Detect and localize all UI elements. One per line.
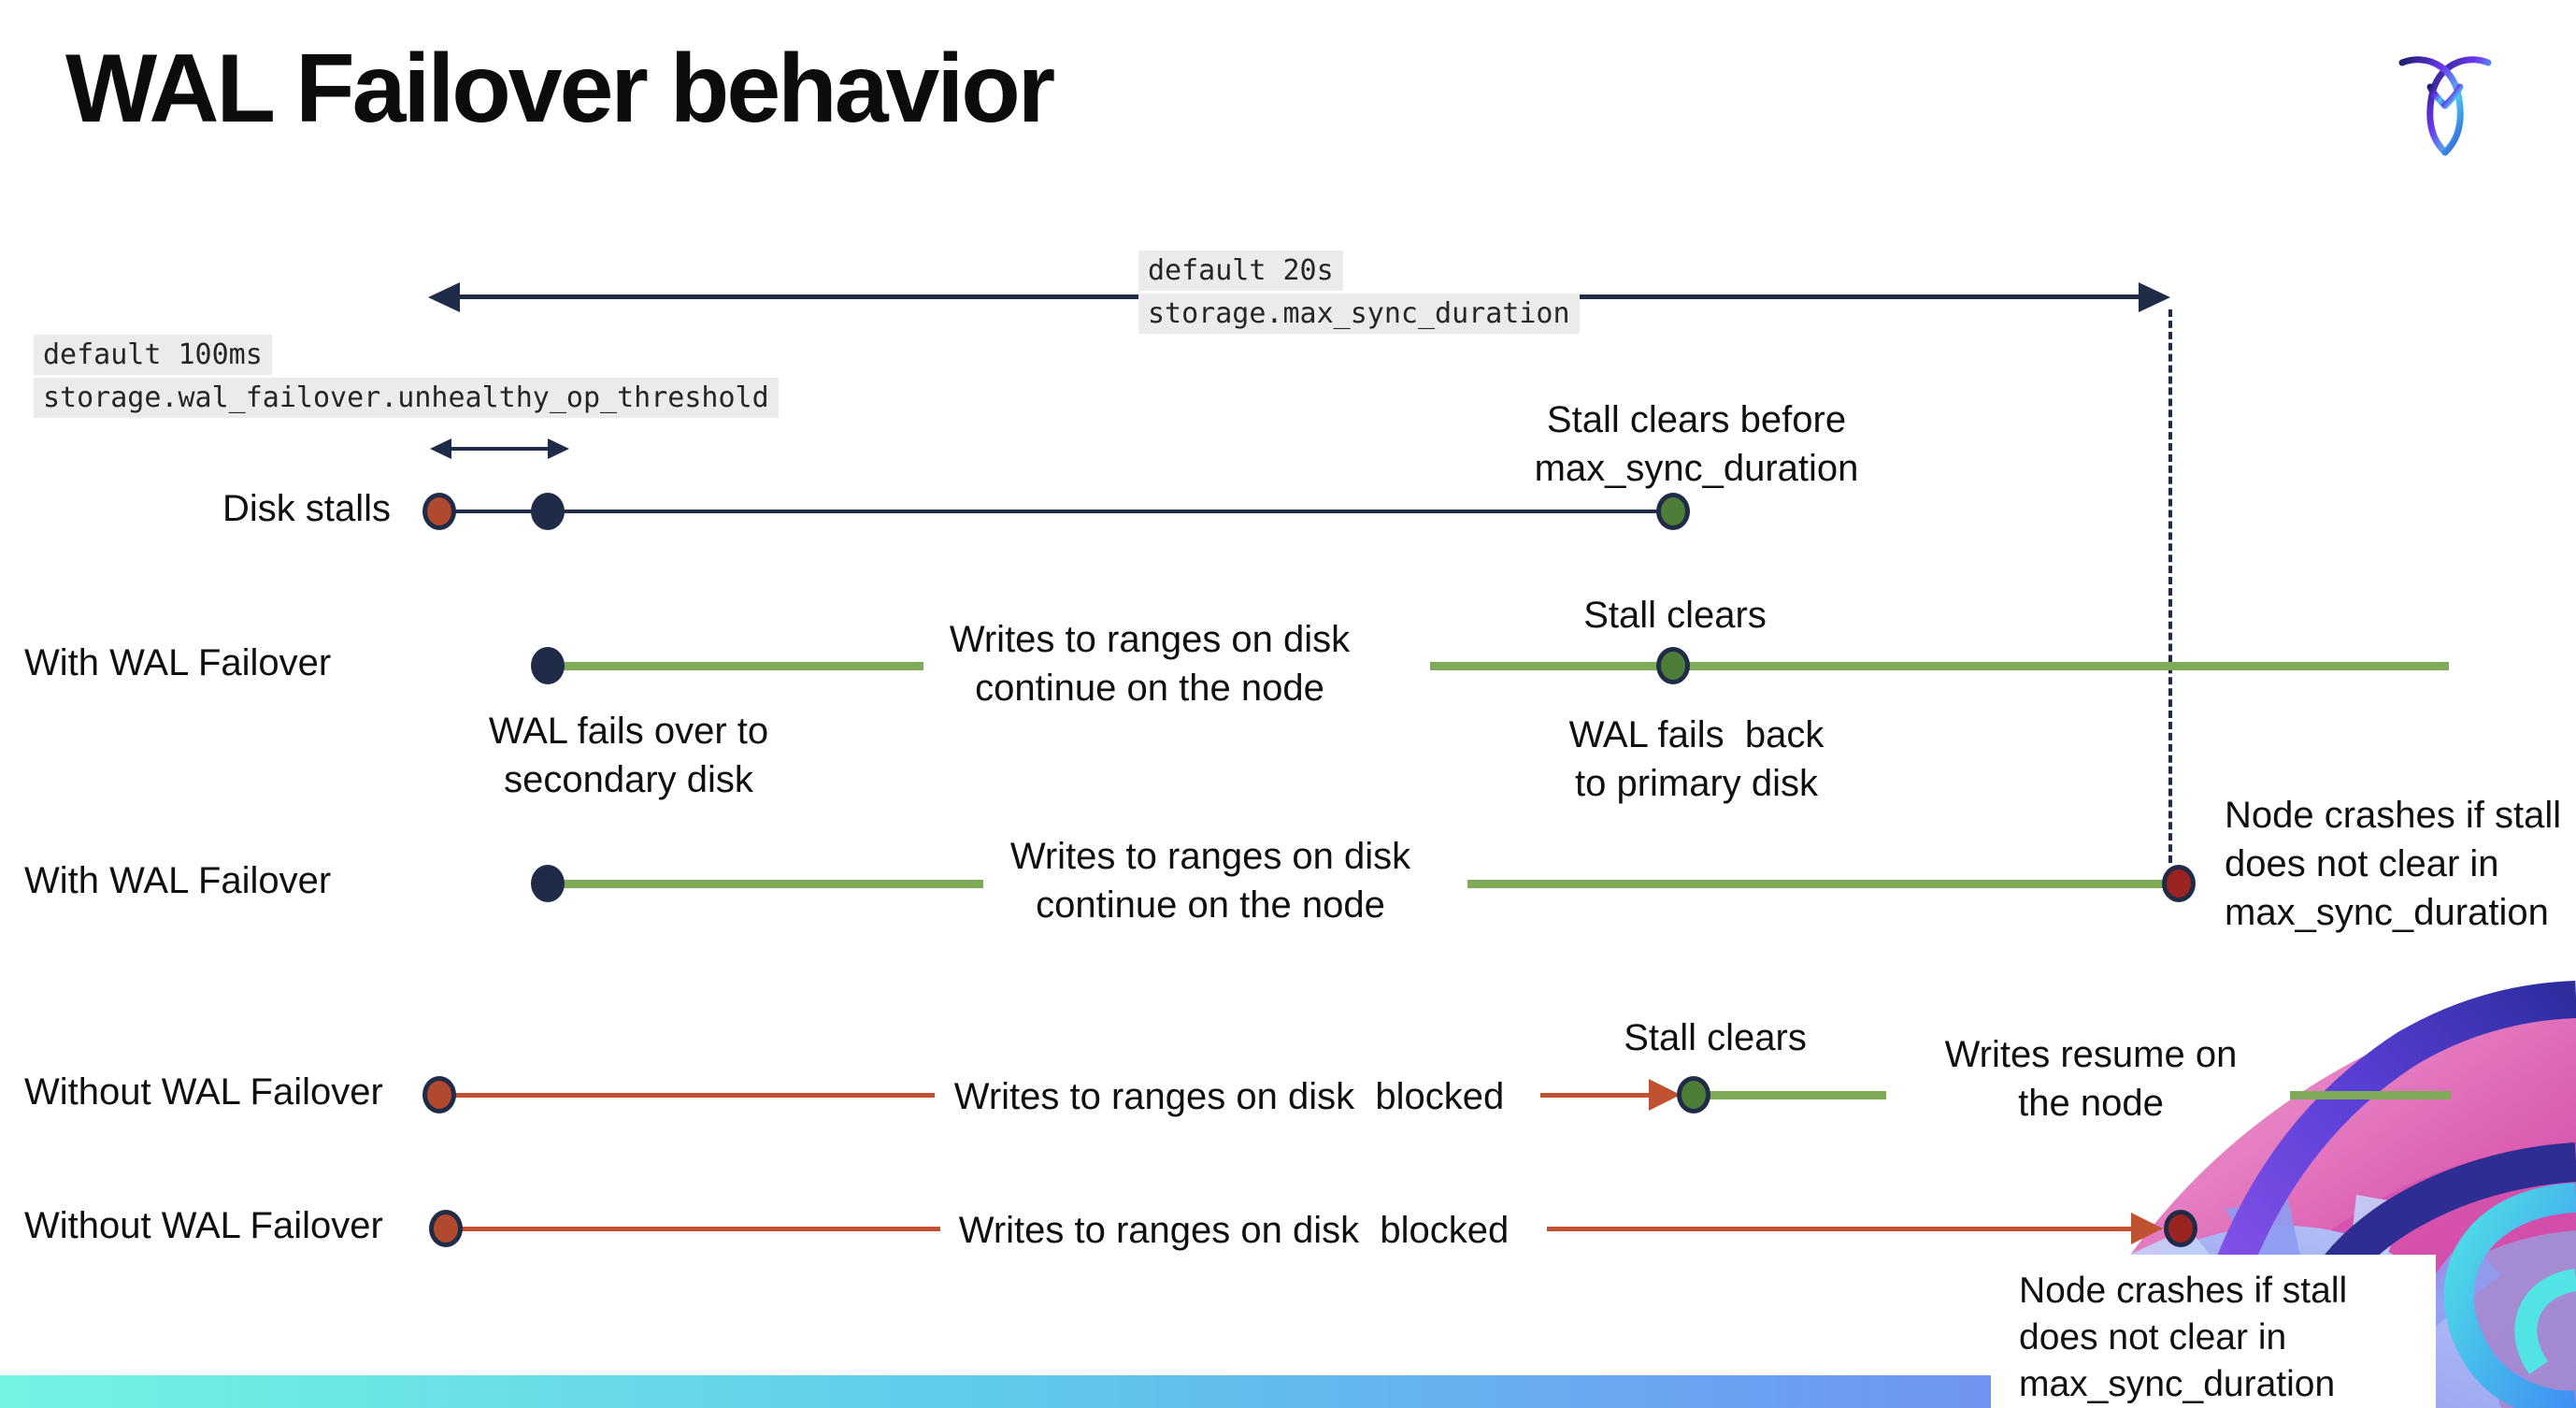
event-dot-stall-clears-1 [1656,647,1690,684]
event-dot-stall-start-no-failover-1 [422,1076,456,1113]
disk-stalls-timeline [439,510,1673,513]
max-sync-timeout-dashed-line [2168,309,2172,863]
annotation-stall-clears-before: Stall clears before max_sync_duration [1534,399,1859,489]
red-arrowhead-icon-2 [2131,1213,2163,1244]
arrowhead-left-icon [428,282,460,312]
red-arrowhead-icon-1 [1649,1079,1681,1111]
annotation-stall-clears-1: Stall clears [1583,595,1767,636]
event-dot-failover-start-2 [531,865,565,902]
annotation-writes-continue-1: Writes to ranges on disk continue on the… [949,619,1351,709]
cockroachdb-logo-icon [2398,56,2492,156]
annotation-writes-resume: Writes resume on the node [1944,1034,2238,1124]
threshold-arrow-line [445,447,550,451]
annotation-node-crashes-2-box: Node crashes if stall does not clear in … [1991,1255,2436,1408]
event-dot-stall-start-no-failover-2 [429,1210,463,1247]
annotation-writes-blocked-1: Writes to ranges on disk blocked [953,1076,1505,1117]
page-title: WAL Failover behavior [65,35,1055,143]
with-wal-1-green-segment-a [561,662,923,670]
row-label-with-wal-failover-1: With WAL Failover [24,642,332,683]
max-sync-duration-label: default 20s storage.max_sync_duration [1138,251,1580,337]
threshold-arrowhead-right-icon [548,438,569,459]
unhealthy-op-default-text: default 100ms [34,335,272,375]
event-dot-disk-stall-start [422,493,456,530]
annotation-wal-fails-back: WAL fails back to primary disk [1568,714,1825,804]
with-wal-1-green-segment-b [1430,662,2449,670]
annotation-node-crashes-1: Node crashes if stall does not clear in … [2225,795,2562,933]
without-wal-2-red-segment-a [459,1227,940,1231]
annotation-wal-fails-over: WAL fails over to secondary disk [488,711,769,800]
with-wal-2-green-segment-b [1467,880,2165,888]
without-wal-1-red-segment-b [1540,1093,1649,1098]
without-wal-1-green-segment-a [1707,1091,1886,1099]
annotation-writes-continue-2: Writes to ranges on disk continue on the… [1009,836,1411,926]
max-sync-setting-text: storage.max_sync_duration [1138,294,1580,334]
with-wal-2-green-segment-a [561,880,983,888]
annotation-stall-clears-2: Stall clears [1624,1017,1807,1058]
max-sync-default-text: default 20s [1138,251,1343,291]
row-label-disk-stalls: Disk stalls [222,488,392,529]
row-label-without-wal-failover-1: Without WAL Failover [24,1071,383,1113]
row-label-with-wal-failover-2: With WAL Failover [24,860,332,901]
event-dot-failover-start-1 [531,647,565,684]
without-wal-1-red-segment-a [452,1093,935,1098]
without-wal-2-red-segment-b [1547,1227,2131,1231]
event-dot-stall-clears-early [1656,493,1690,530]
event-dot-stall-clears-2 [1677,1076,1710,1113]
arrowhead-right-icon [2139,282,2170,312]
event-dot-node-crash-1 [2162,865,2196,902]
unhealthy-op-setting-text: storage.wal_failover.unhealthy_op_thresh… [34,378,779,418]
threshold-arrowhead-left-icon [430,438,451,459]
event-dot-threshold-reached [531,493,565,530]
event-dot-node-crash-2 [2164,1210,2197,1247]
unhealthy-op-threshold-label: default 100ms storage.wal_failover.unhea… [34,335,779,421]
without-wal-1-green-segment-b [2290,1091,2451,1099]
row-label-without-wal-failover-2: Without WAL Failover [24,1205,383,1246]
annotation-writes-blocked-2: Writes to ranges on disk blocked [958,1210,1510,1251]
